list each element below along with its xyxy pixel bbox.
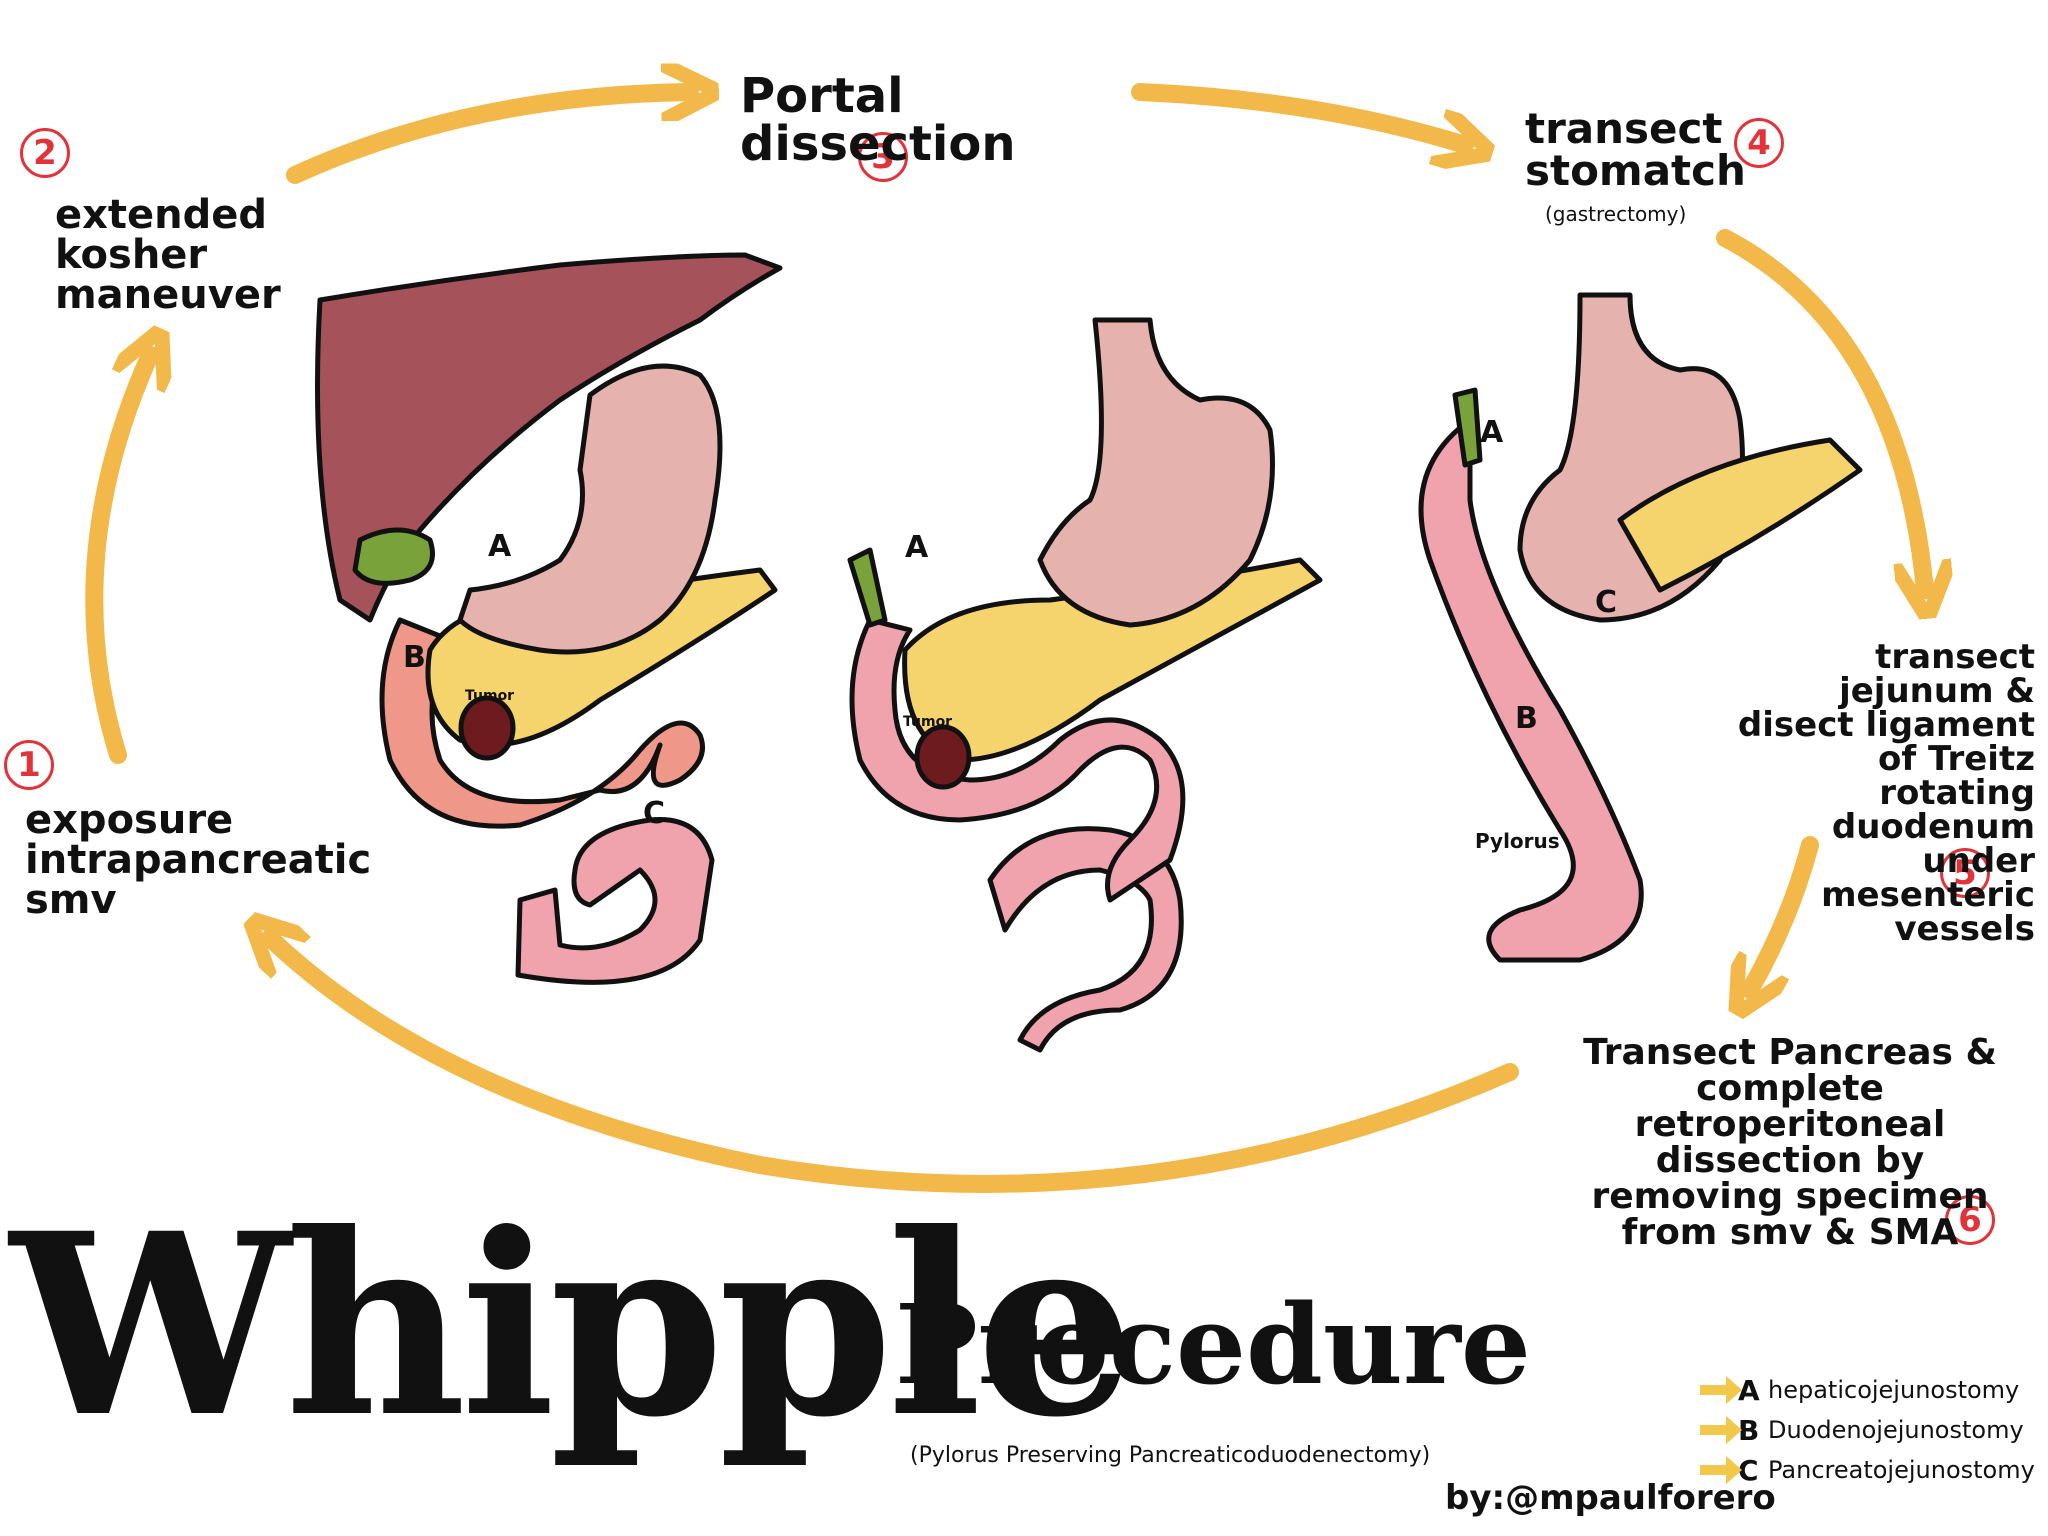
page-subtitle: Procedure [895, 1280, 1531, 1409]
stomach-3 [1517, 292, 1745, 623]
intestine-1 [515, 817, 715, 985]
step-4-text: transect stomatch [1525, 104, 1746, 195]
stomach-1 [457, 363, 723, 655]
legend-letter: A [1738, 1373, 1760, 1407]
step-4-sub: (gastrectomy) [1545, 202, 1687, 226]
author-byline: by:@mpaulforero [1445, 1478, 1776, 1518]
gallbladder-1 [352, 527, 435, 586]
diagram-1 [315, 252, 783, 985]
jejunum-3 [1418, 417, 1644, 963]
label-pylorus: Pylorus [1475, 829, 1560, 853]
duodenum-1 [379, 617, 705, 829]
arrow-3-to-4 [1131, 83, 1465, 145]
diagram-2 [847, 317, 1323, 1053]
step-6-text: Transect Pancreas & complete retroperito… [1583, 1032, 1997, 1253]
arrow-2-to-3 [286, 92, 690, 184]
legend: A hepaticojejunostomy B Duodenojejunosto… [1700, 1370, 2035, 1490]
step-number-5: 5 [1940, 848, 1990, 898]
label-tumor-1: Tumor [465, 688, 514, 704]
arrow-5-to-6 [1750, 836, 1819, 990]
tumor-1 [458, 695, 516, 761]
step-2-text: extended kosher maneuver [55, 192, 281, 318]
pancreas-3 [1617, 437, 1863, 593]
legend-arrow-icon [1700, 1456, 1742, 1484]
label-tumor-2: Tumor [903, 714, 952, 730]
stomach-2 [1037, 317, 1275, 628]
step-number-2: 2 [20, 128, 70, 178]
step-number-4: 4 [1734, 118, 1784, 168]
procedure-note: (Pylorus Preserving Pancreaticoduodenect… [910, 1443, 1431, 1468]
step-1-text: exposure intrapancreatic smv [25, 797, 372, 923]
diagram-3 [1418, 292, 1863, 963]
legend-item-c: C Pancreatojejunostomy [1700, 1450, 2035, 1490]
step-3-text: Portal dissection [740, 68, 1016, 172]
label-a-2: A [905, 530, 929, 565]
step-5-text: transect jejunum & disect ligament of Tr… [1737, 637, 2035, 949]
legend-item-a: A hepaticojejunostomy [1700, 1370, 2035, 1410]
arrow-1-to-2 [85, 355, 150, 764]
bile-duct-3 [1452, 387, 1483, 468]
legend-text: Duodenojejunostomy [1768, 1416, 2024, 1444]
label-b-3: B [1515, 701, 1538, 736]
page-title: Whipple [10, 1178, 1135, 1472]
legend-item-b: B Duodenojejunostomy [1700, 1410, 2035, 1450]
legend-text: Pancreatojejunostomy [1768, 1456, 2035, 1484]
label-b-1: B [403, 640, 426, 675]
label-a-3: A [1480, 415, 1504, 450]
cycle-arrows [85, 83, 1925, 1193]
liver-1 [315, 252, 783, 623]
arrow-4-to-5 [1716, 229, 1925, 590]
label-c-1: C [643, 796, 665, 831]
legend-arrow-icon [1700, 1376, 1742, 1404]
step-number-1: 1 [4, 740, 54, 790]
arrow-6-to-1 [270, 938, 1519, 1193]
step-number-3: 3 [858, 132, 908, 182]
label-c-3: C [1595, 585, 1617, 620]
bile-duct-2 [847, 547, 888, 628]
tumor-2 [914, 724, 972, 790]
legend-letter: C [1738, 1453, 1759, 1487]
legend-text: hepaticojejunostomy [1768, 1376, 2020, 1404]
step-number-6: 6 [1945, 1195, 1995, 1245]
label-a-1: A [488, 529, 512, 564]
legend-letter: B [1738, 1413, 1760, 1447]
legend-arrow-icon [1700, 1416, 1742, 1444]
